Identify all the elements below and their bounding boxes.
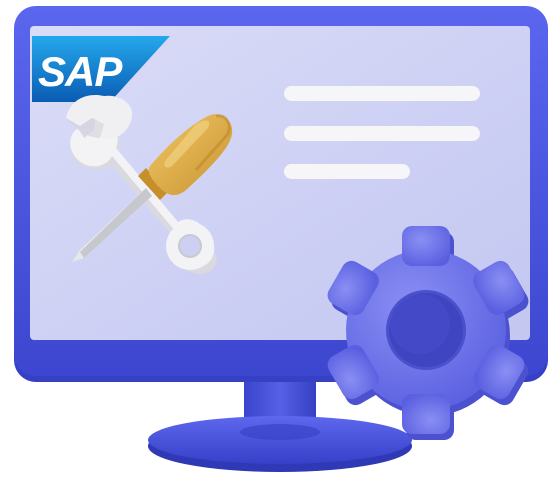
sap-logo: SAP [32,36,170,102]
screwdriver-icon [72,114,233,262]
sap-logo-text: SAP [38,48,123,95]
gear-icon [327,226,529,440]
text-lines-icon [284,86,480,179]
wrench-icon [66,94,217,274]
